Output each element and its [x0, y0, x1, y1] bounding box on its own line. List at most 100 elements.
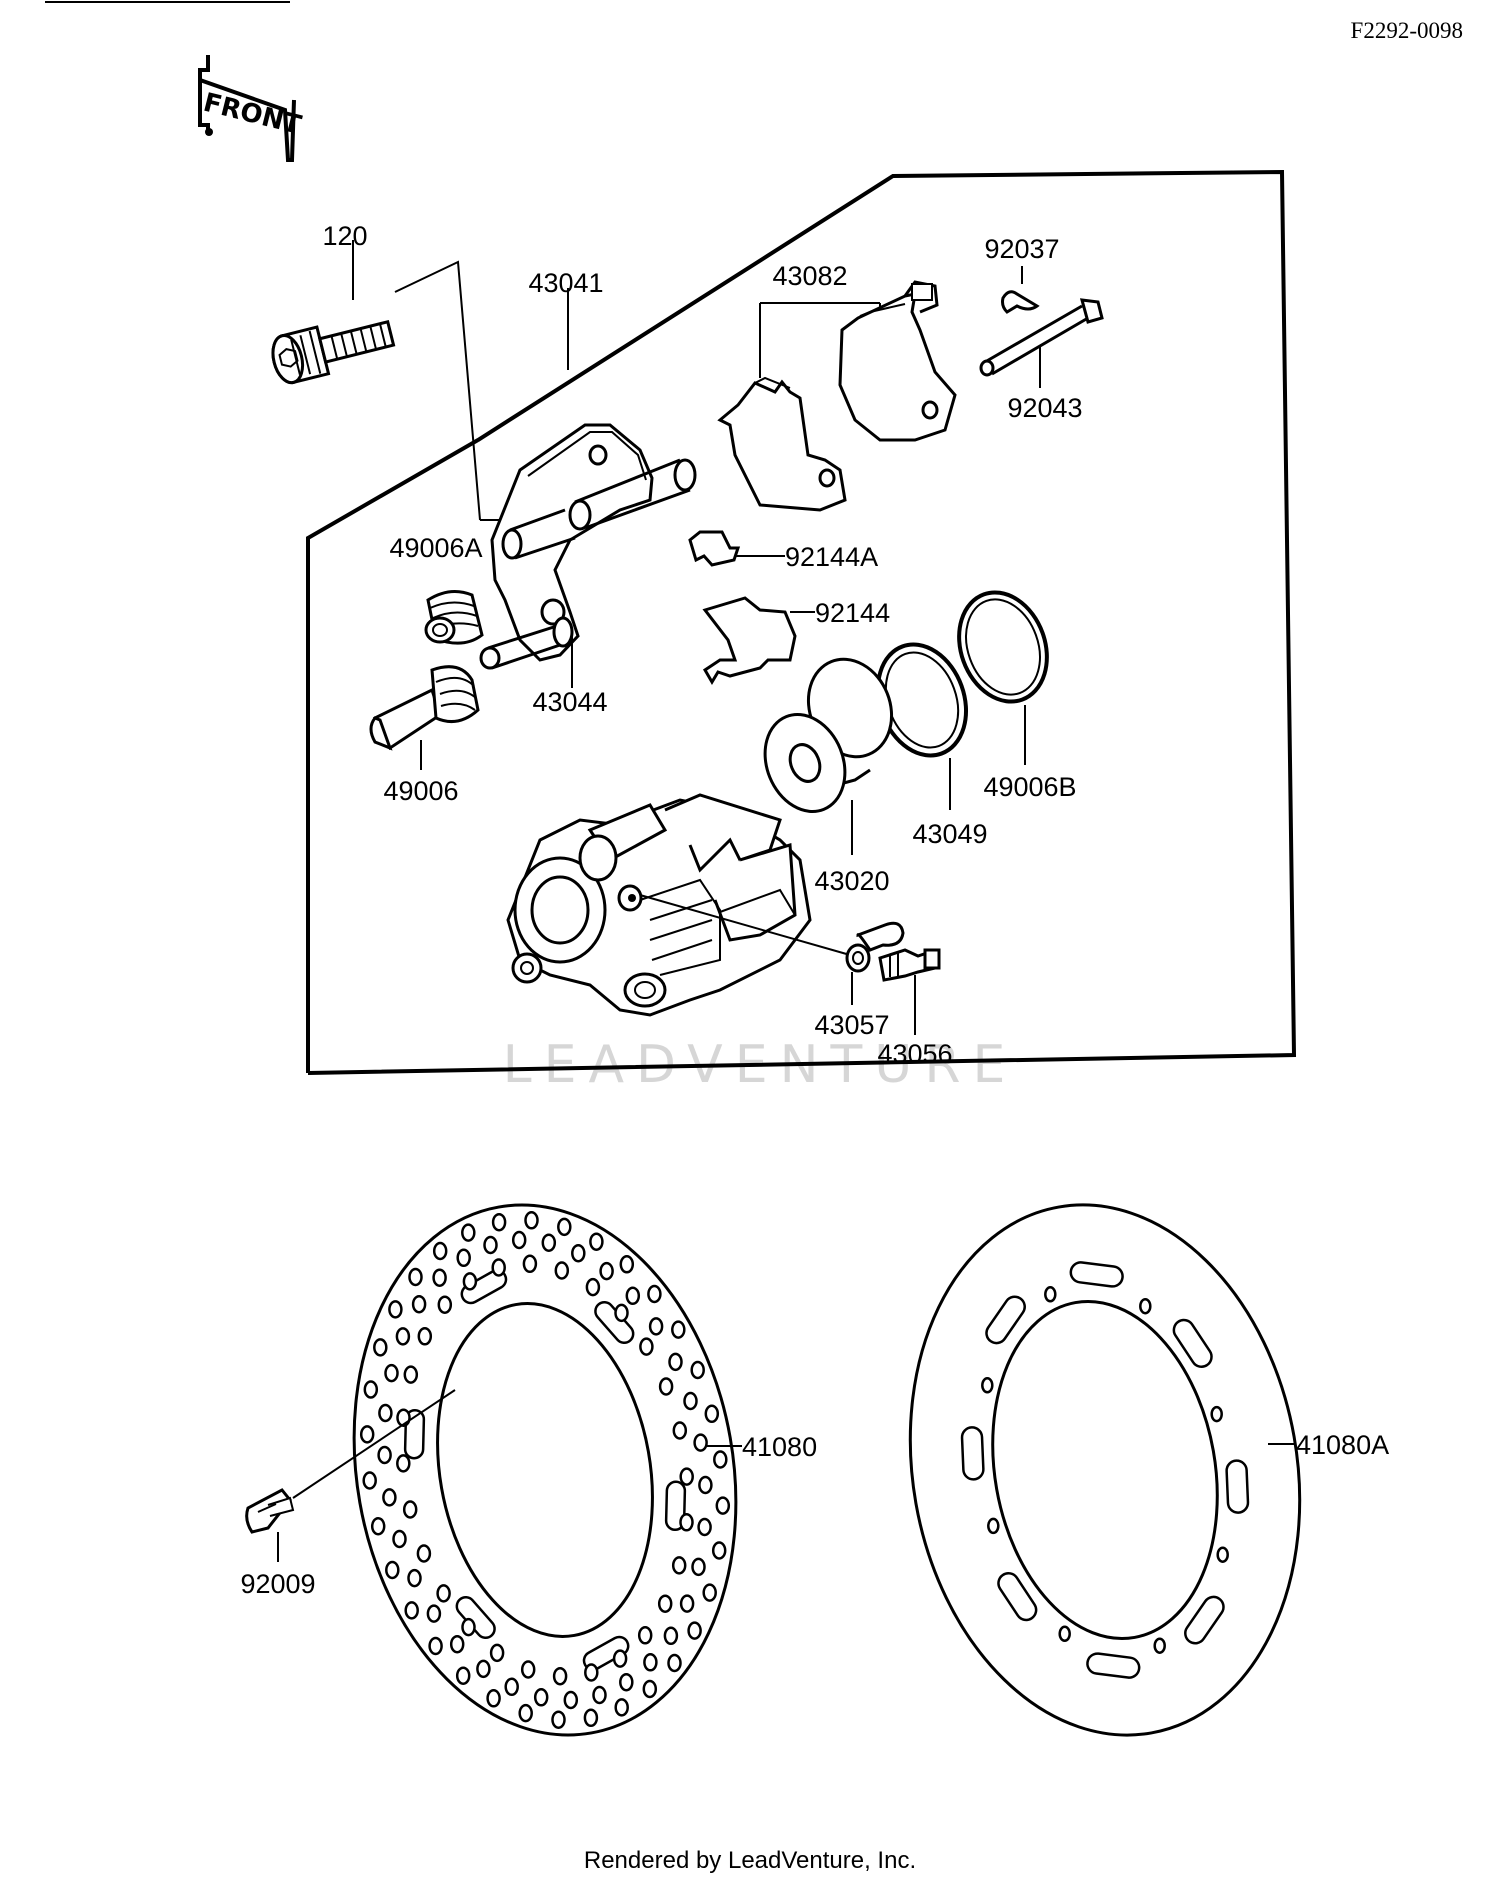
- disc-hole: [619, 1672, 634, 1692]
- disc-hole: [704, 1404, 720, 1424]
- label-49006A: 49006A: [389, 533, 482, 563]
- disc-hole: [384, 1363, 399, 1383]
- disc-hole: [1153, 1637, 1166, 1654]
- disc-hole: [571, 1243, 586, 1263]
- piston-seal-43049: 43049: [875, 642, 988, 849]
- disc-hole: [691, 1557, 706, 1577]
- disc-hole: [377, 1445, 392, 1465]
- brake-disc-41080A: 41080A: [908, 1203, 1389, 1737]
- disc-hole: [679, 1513, 694, 1532]
- disc-hole: [679, 1467, 694, 1486]
- disc-hole: [642, 1679, 658, 1699]
- disc-hole: [614, 1698, 629, 1717]
- caliper-group-frame: [306, 169, 1297, 1075]
- disc-hole: [643, 1653, 658, 1672]
- disc-hole: [489, 1643, 505, 1663]
- disc-hole: [491, 1258, 506, 1277]
- label-92144: 92144: [815, 598, 890, 628]
- disc-hole: [436, 1584, 451, 1603]
- label-49006: 49006: [383, 776, 458, 806]
- disc-hole: [702, 1583, 717, 1602]
- front-dot-icon: [205, 128, 213, 136]
- disc-slot: [1086, 1652, 1141, 1679]
- disc-hole: [625, 1286, 641, 1306]
- disc-hole: [639, 1337, 654, 1356]
- leader-bleeder-bore: [639, 894, 851, 956]
- boot-49006A: 49006A: [389, 533, 484, 645]
- disc-hole: [583, 1708, 599, 1728]
- disc-hole: [648, 1317, 664, 1336]
- disc-hole: [461, 1617, 476, 1637]
- disc-hole: [599, 1261, 614, 1281]
- disc-hole: [518, 1703, 533, 1723]
- disc-hole: [637, 1626, 653, 1645]
- disc-hole: [614, 1303, 629, 1323]
- disc-hole: [683, 1391, 698, 1411]
- disc-hole: [392, 1529, 407, 1549]
- disc-slot: [1069, 1261, 1124, 1288]
- disc-hole: [373, 1338, 388, 1357]
- disc-hole: [416, 1544, 432, 1563]
- disc-hole: [541, 1233, 557, 1252]
- disc-hole: [671, 1320, 686, 1339]
- disc-hole: [671, 1556, 687, 1575]
- disc-hole: [557, 1217, 572, 1237]
- disc-hole: [359, 1425, 375, 1444]
- brake-disc-41080: 41080: [352, 1203, 817, 1737]
- disc-hole: [417, 1327, 433, 1346]
- disc-hole: [551, 1710, 566, 1729]
- dust-seal-49006B: 49006B: [957, 590, 1077, 802]
- disc-hole: [402, 1500, 418, 1519]
- disc-hole: [658, 1377, 674, 1396]
- boot-49006: 49006: [369, 665, 480, 806]
- disc-hole: [1058, 1625, 1071, 1643]
- disc-hole: [668, 1352, 683, 1372]
- disc-hole: [552, 1666, 568, 1686]
- disc-hole: [711, 1541, 727, 1560]
- disc-hole: [612, 1649, 628, 1668]
- disc-hole: [461, 1223, 476, 1242]
- footer-credit: Rendered by LeadVenture, Inc.: [584, 1847, 916, 1874]
- disc-hole: [403, 1365, 419, 1384]
- caliper-holder-43041: 43041: [479, 268, 697, 670]
- disc-hole: [411, 1294, 427, 1314]
- disc-hole: [554, 1261, 570, 1280]
- bleeder-valve-43056: 43056: [877, 948, 953, 1069]
- bleeder-cap-43057: 43057: [814, 921, 905, 1040]
- disc-hole: [687, 1621, 702, 1640]
- label-41080A: 41080A: [1296, 1430, 1389, 1460]
- label-92043: 92043: [1007, 393, 1082, 423]
- label-120: 120: [322, 221, 367, 251]
- disc-hole: [520, 1660, 536, 1679]
- disc-hole: [449, 1634, 465, 1654]
- disc-hole: [408, 1267, 423, 1287]
- disc-hole: [455, 1666, 471, 1685]
- disc-hole: [378, 1403, 393, 1423]
- label-43044: 43044: [532, 687, 607, 717]
- label-43020: 43020: [814, 866, 889, 896]
- disc-hole: [362, 1471, 377, 1490]
- label-43049: 43049: [912, 819, 987, 849]
- disc-hole: [382, 1488, 397, 1507]
- disc-hole: [667, 1653, 682, 1673]
- label-43057: 43057: [814, 1010, 889, 1040]
- bolt-120: 120: [271, 221, 396, 385]
- disc-hole: [404, 1601, 419, 1620]
- caliper-body: [506, 793, 812, 1017]
- disc-hole: [592, 1685, 607, 1705]
- spring-92144: 92144: [702, 596, 890, 685]
- disc-hole: [396, 1454, 411, 1473]
- disc-hole: [407, 1568, 422, 1588]
- disc-hole: [619, 1255, 635, 1274]
- disc-hole: [1044, 1286, 1057, 1303]
- disc-slot: [997, 1572, 1038, 1622]
- disc-hole: [697, 1517, 712, 1537]
- disc-hole: [584, 1663, 599, 1682]
- label-43041: 43041: [528, 268, 603, 298]
- disc-slot: [1184, 1595, 1225, 1645]
- leader-120-to-holder: [394, 260, 481, 521]
- disc-hole: [370, 1516, 386, 1536]
- disc-hole: [524, 1211, 539, 1230]
